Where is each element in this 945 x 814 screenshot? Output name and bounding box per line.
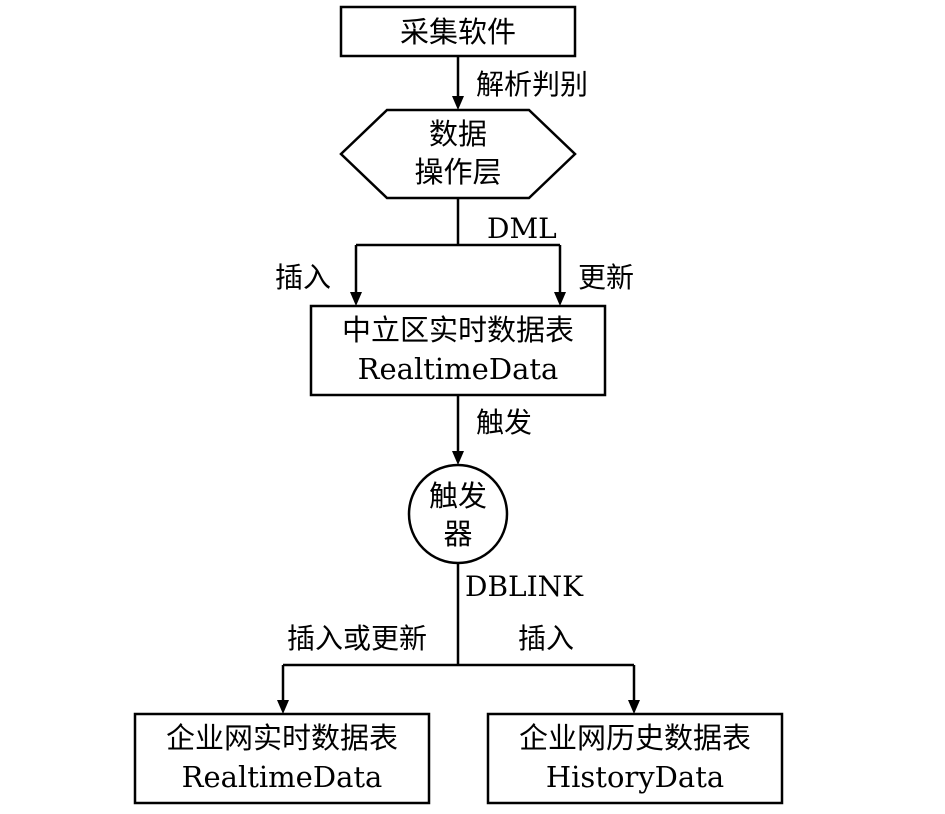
- connectors: [277, 56, 640, 714]
- node-dmz-realtime-table: 中立区实时数据表 RealtimeData: [309, 304, 607, 397]
- arrowhead-enterprise-history: [628, 700, 640, 714]
- arrowhead-trigger: [452, 451, 464, 465]
- trigger-label-line1: 触发: [429, 479, 487, 513]
- edge-label-fire: 触发: [476, 406, 532, 439]
- edge-label-parse-judge: 解析判别: [476, 68, 588, 101]
- enterprise-history-table-box: [486, 712, 784, 805]
- arrowhead-update: [554, 292, 566, 306]
- enterprise-history-table-label-line2: HistoryData: [546, 760, 724, 794]
- edge-label-insert-history: 插入: [518, 622, 574, 655]
- enterprise-realtime-table-label-line1: 企业网实时数据表: [166, 721, 398, 755]
- data-ops-label-line2: 操作层: [414, 155, 501, 189]
- capture-software-box: [339, 5, 577, 58]
- data-ops-hexagon: [339, 108, 577, 200]
- arrowhead-enterprise-realtime: [277, 700, 289, 714]
- dmz-realtime-table-box: [309, 304, 607, 397]
- node-data-ops-layer: 数据 操作层: [339, 108, 577, 200]
- enterprise-history-table-label-line1: 企业网历史数据表: [519, 721, 751, 755]
- edge-label-dblink: DBLINK: [465, 570, 584, 603]
- edge-label-update: 更新: [578, 261, 634, 294]
- node-enterprise-history-table: 企业网历史数据表 HistoryData: [486, 712, 784, 805]
- node-trigger: 触发 器: [407, 463, 509, 565]
- trigger-circle: [407, 463, 509, 565]
- data-ops-label-line1: 数据: [429, 117, 487, 151]
- edge-labels: 解析判别 DML 插入 更新 触发 DBLINK 插入或更新 插入: [275, 68, 634, 655]
- dmz-realtime-table-label-line1: 中立区实时数据表: [342, 313, 574, 347]
- node-capture-software: 采集软件: [339, 5, 577, 58]
- capture-software-label: 采集软件: [400, 15, 516, 49]
- enterprise-realtime-table-label-line2: RealtimeData: [182, 760, 383, 794]
- edge-label-insert-or-update: 插入或更新: [287, 622, 427, 655]
- trigger-label-line2: 器: [443, 517, 472, 551]
- arrowhead-ops: [452, 96, 464, 110]
- edge-label-dml: DML: [487, 212, 557, 245]
- dmz-realtime-table-label-line2: RealtimeData: [358, 352, 559, 386]
- enterprise-realtime-table-box: [133, 712, 431, 805]
- edge-label-insert: 插入: [275, 261, 331, 294]
- node-enterprise-realtime-table: 企业网实时数据表 RealtimeData: [133, 712, 431, 805]
- arrowhead-insert: [350, 292, 362, 306]
